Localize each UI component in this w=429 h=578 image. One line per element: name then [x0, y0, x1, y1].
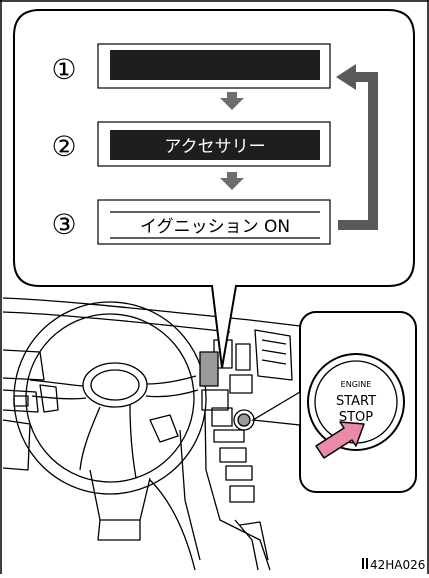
- step-1: ①: [51, 43, 331, 89]
- engine-start-stop-button: ENGINE START STOP: [307, 353, 405, 451]
- arrow-down-1: [220, 92, 244, 110]
- step-3-label: イグニッション ON: [140, 217, 290, 237]
- callout-balloon: [13, 9, 415, 369]
- step-2-number: ②: [51, 130, 76, 163]
- step-2-bar: [110, 130, 320, 160]
- step-3-number: ③: [51, 208, 76, 241]
- step-1-bar: [110, 50, 320, 80]
- step-1-number: ①: [51, 53, 76, 86]
- dashboard-illustration: [2, 297, 301, 571]
- arrow-down-icon: [220, 178, 244, 190]
- arrow-down-2: [220, 172, 244, 190]
- arrow-down-icon: [220, 98, 244, 110]
- button-line1: ENGINE: [341, 380, 372, 389]
- button-line3: STOP: [339, 410, 373, 425]
- step-3-panel: [97, 199, 331, 245]
- figure-code: 42HA026: [362, 558, 425, 572]
- loop-back-arrow: [336, 64, 378, 230]
- step-3: ③ イグニッション ON: [51, 199, 331, 245]
- figure-code-text: 42HA026: [370, 558, 425, 572]
- inset-leader: [250, 390, 301, 426]
- step-2-label: アクセサリー: [164, 137, 265, 157]
- press-arrow-icon: [315, 421, 365, 459]
- button-line2: START: [336, 394, 376, 409]
- step-2: ② アクセサリー: [51, 121, 331, 167]
- arrow-left-icon: [336, 64, 356, 90]
